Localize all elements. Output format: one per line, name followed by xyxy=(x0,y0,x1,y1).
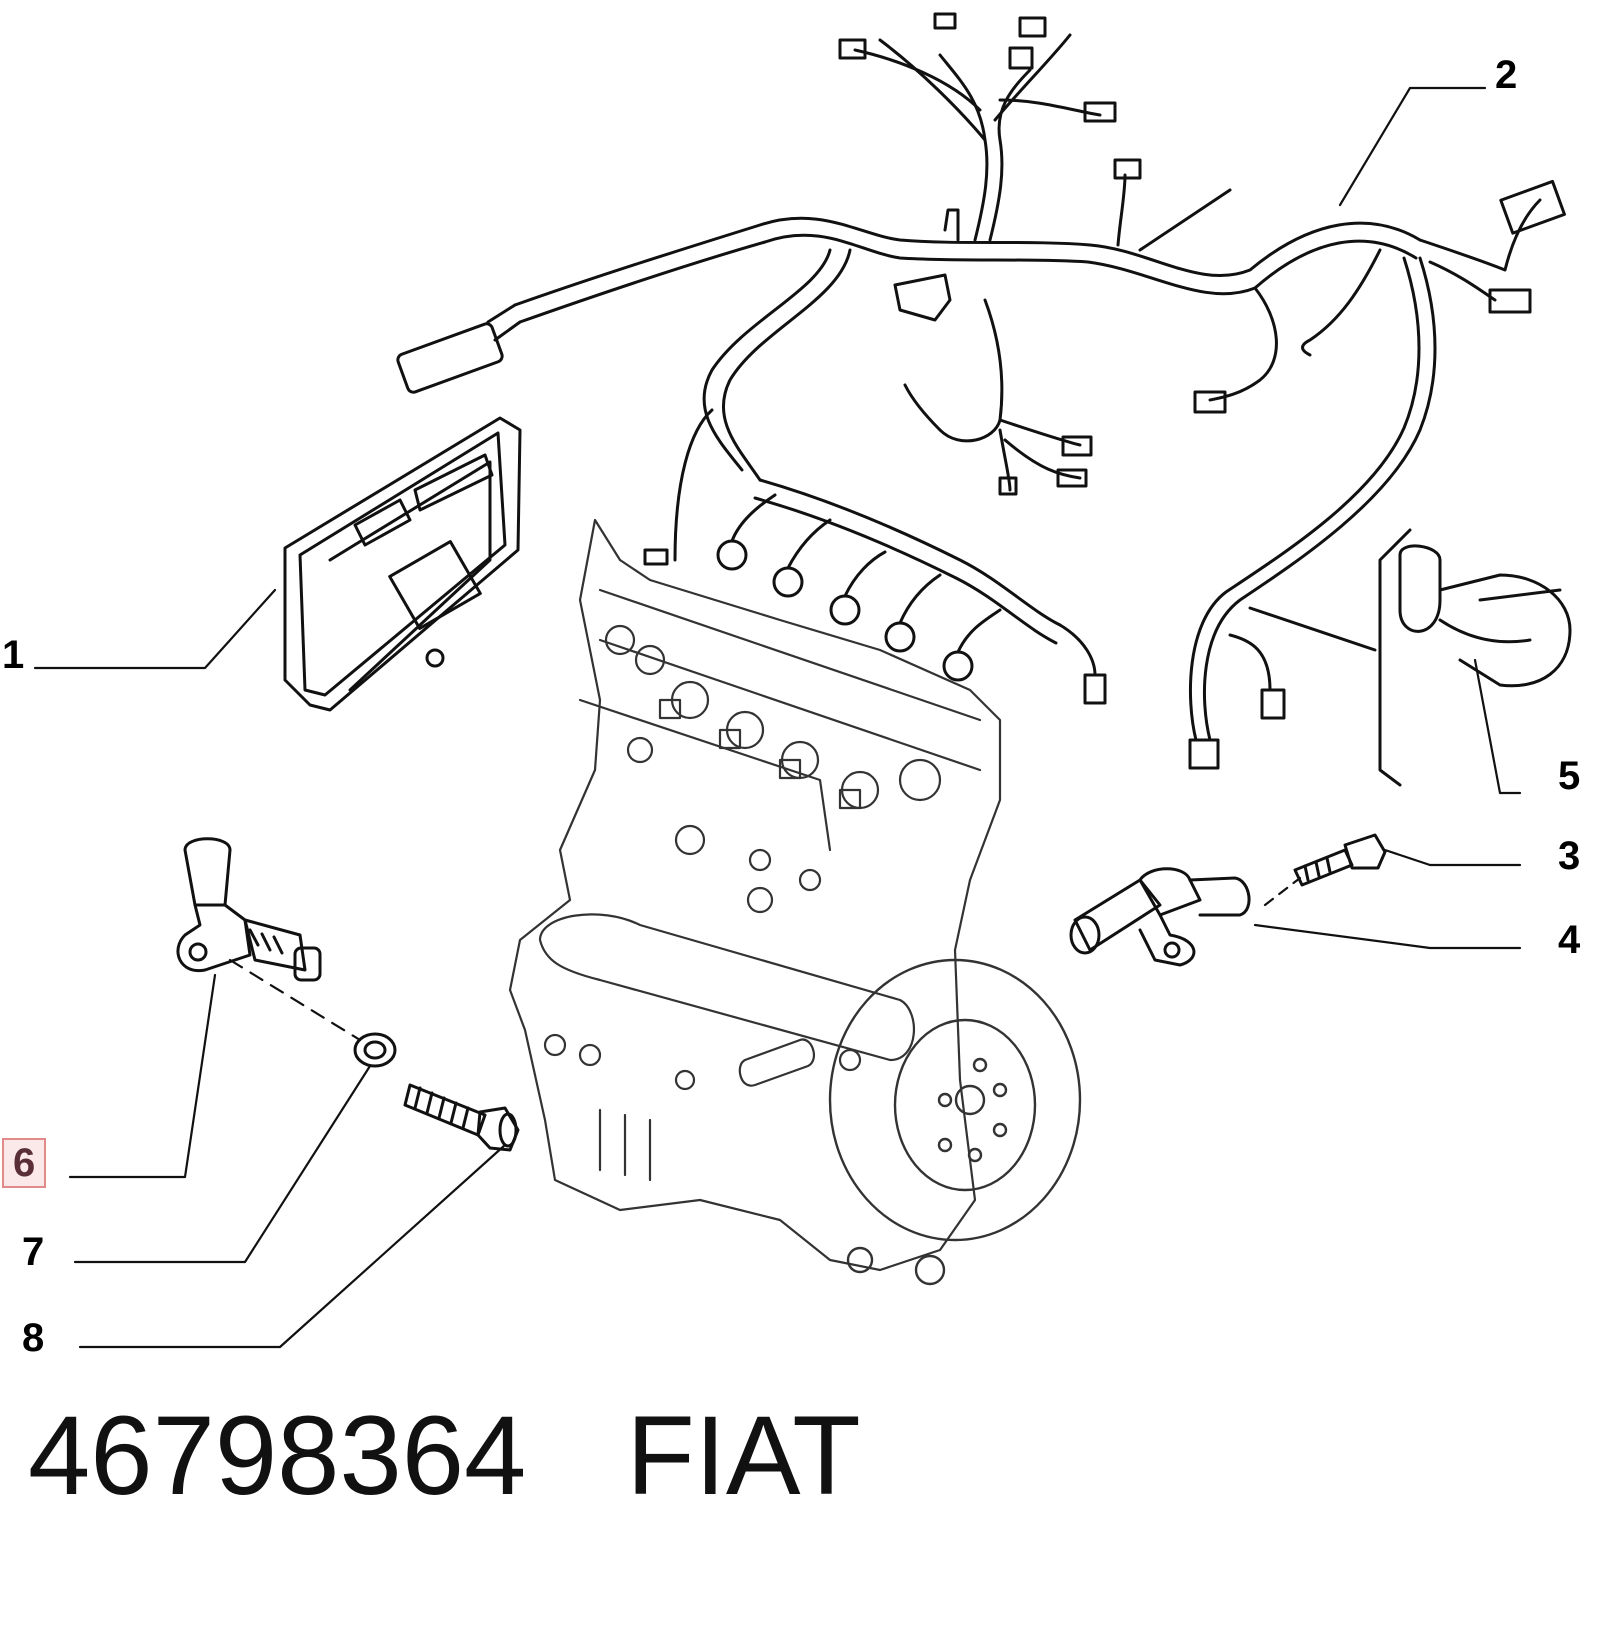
callout-7: 7 xyxy=(22,1230,45,1274)
mounting-bolt xyxy=(403,1083,520,1152)
wiring-harness xyxy=(396,12,1566,770)
part-number: 46798364 xyxy=(28,1393,527,1518)
callout-4: 4 xyxy=(1558,918,1581,962)
brand-name: FIAT xyxy=(626,1393,861,1518)
callout-2: 2 xyxy=(1495,53,1518,97)
ecu-module xyxy=(283,416,522,712)
engine-block xyxy=(508,518,1002,1272)
flywheel xyxy=(828,958,1082,1286)
callout-3: 3 xyxy=(1558,834,1581,878)
injector-connectors xyxy=(716,493,1002,682)
callout-6: 6 xyxy=(2,1138,47,1188)
callout-8: 8 xyxy=(22,1316,45,1360)
sealing-washer xyxy=(353,1032,397,1068)
callout-5: 5 xyxy=(1558,754,1581,798)
engine-wiring-diagram xyxy=(33,12,1572,1349)
callout-1: 1 xyxy=(2,633,25,677)
cam-position-sensor xyxy=(176,837,322,982)
sensor-bolt xyxy=(1293,833,1387,887)
harness-clip xyxy=(1248,528,1572,787)
crank-position-sensor xyxy=(1069,867,1251,967)
leader-lines xyxy=(33,86,1522,1349)
